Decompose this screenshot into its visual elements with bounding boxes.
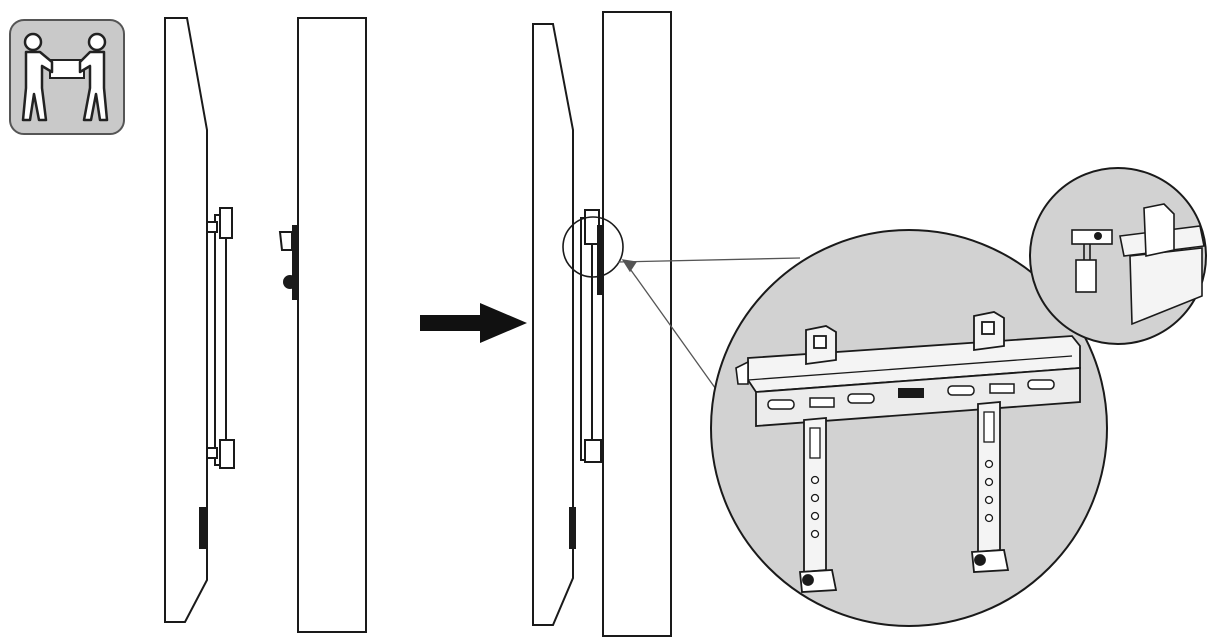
bracket-detail-magnifier [710,229,1108,627]
detail-callout-circle [562,216,624,278]
wall-step1 [278,17,367,633]
right-arrow-icon [420,303,527,343]
two-person-lift-icon [9,19,125,135]
callout-leader-lines [617,257,801,393]
safety-lock-detail-magnifier [1029,167,1207,345]
tv-side-view-step1 [164,17,235,623]
wall-step2 [597,11,672,637]
tv-side-view-step2 [532,23,602,626]
